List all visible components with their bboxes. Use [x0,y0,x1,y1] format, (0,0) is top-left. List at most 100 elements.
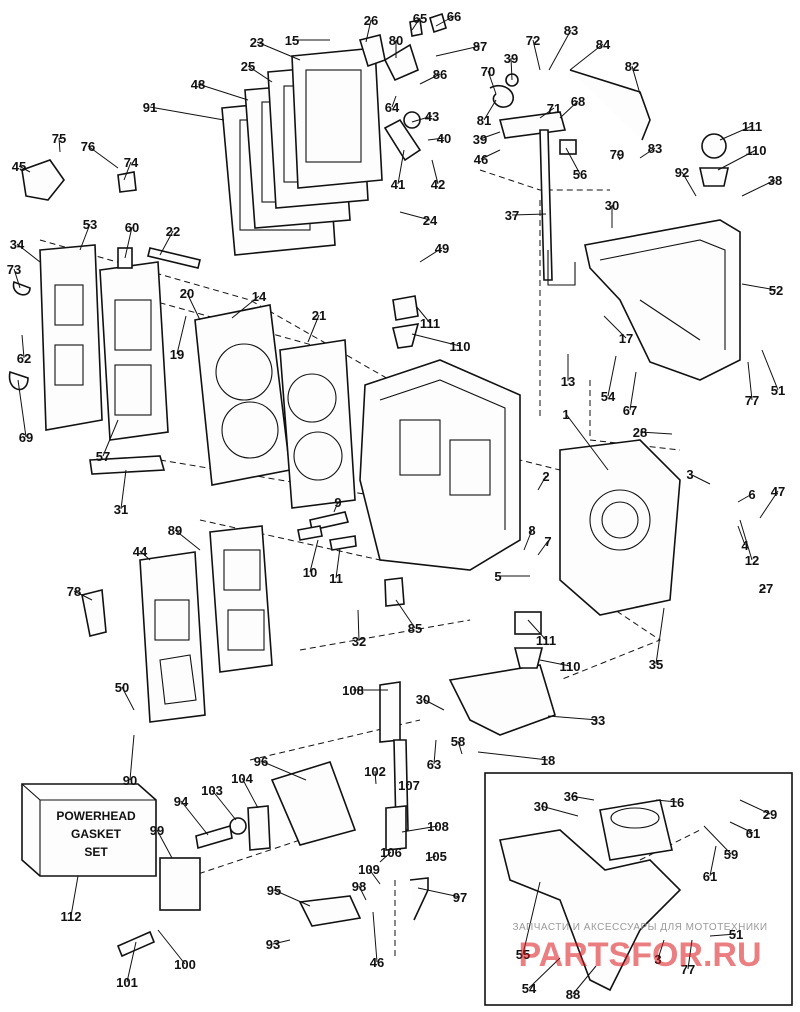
callout-57: 57 [96,449,110,464]
callout-64: 64 [385,100,400,115]
leader-line-47 [759,490,779,519]
leader-line-40 [427,137,445,141]
callout-95: 95 [267,883,281,898]
leader-line-74 [123,161,132,181]
callout-38: 38 [768,173,782,188]
callout-110: 110 [746,143,767,158]
callout-34: 34 [10,237,25,252]
leader-line-25 [247,65,273,83]
callout-68: 68 [571,94,585,109]
cylinder-head [194,304,356,509]
callout-91: 91 [143,100,157,115]
leader-line-64 [391,95,397,108]
callout-32: 32 [352,634,366,649]
callout-99: 99 [150,823,164,838]
pin-10 [297,525,323,541]
callout-79: 79 [610,147,624,162]
callout-73: 73 [7,262,21,277]
leader-line-54 [607,355,617,397]
callout-74: 74 [124,155,139,170]
leader-line-39 [510,57,513,81]
clip-78 [81,588,107,637]
leader-line-65 [411,17,421,31]
leader-line-22 [159,230,174,256]
callout-93: 93 [266,937,280,952]
callout-3: 3 [686,467,693,482]
callout-41: 41 [391,177,405,192]
leader-line-42 [431,159,439,185]
clip-56 [559,139,577,155]
leader-line-96 [260,760,307,781]
callout-80: 80 [389,33,403,48]
callout-11: 11 [329,571,343,586]
leader-line-56 [565,147,581,175]
callout-43: 43 [425,109,439,124]
leader-line-20 [186,292,201,321]
leader-line-88 [572,965,597,995]
callout-16: 16 [670,795,684,810]
leader-line-43 [411,115,433,123]
leader-line-63 [433,739,437,765]
callout-66: 66 [447,9,461,24]
leader-line-72 [532,39,541,71]
callout-24: 24 [423,213,438,228]
leader-line-107 [407,783,410,786]
leader-line-17 [603,315,627,339]
leader-line-30 [422,698,445,711]
callout-96: 96 [254,754,268,769]
callout-108: 108 [342,683,364,698]
callout-98: 98 [352,879,366,894]
leader-line-37 [511,213,547,216]
leader-line-1 [565,413,609,471]
callout-13: 13 [561,374,575,389]
leader-line-85 [395,599,416,629]
leader-line-8 [523,529,533,551]
callout-78: 78 [67,584,81,599]
leader-line-32 [357,609,360,642]
leader-line-6 [737,493,753,503]
leader-line-87 [435,45,481,57]
plug-31 [89,455,166,475]
exhaust-cover-stack [221,47,383,256]
mount-111-center [392,295,419,321]
mount-111-top [701,133,727,159]
leader-line-41 [397,149,405,185]
leader-line-70 [487,70,497,95]
leader-line-86 [419,73,441,85]
callout-30: 30 [416,692,430,707]
callout-83: 83 [648,141,662,156]
callout-110: 110 [450,339,471,354]
plate-96 [270,761,357,846]
callout-62: 62 [17,351,31,366]
gasket-21 [279,339,356,509]
callout-36: 36 [564,789,578,804]
callout-56: 56 [573,167,587,182]
plate-53 [39,244,103,431]
block-right-1 [559,439,681,616]
callout-27: 27 [759,581,773,596]
callout-47: 47 [771,484,785,499]
callout-61: 61 [746,826,760,841]
leader-line-111 [527,619,547,641]
callout-15: 15 [285,33,299,48]
watermark: ЗАПЧАСТИ И АКСЕССУАРЫ ДЛЯ МОТОТЕХНИКИ PA… [512,922,767,974]
callout-26: 26 [364,13,378,28]
crankcase [359,295,681,616]
leader-line-61 [729,821,754,834]
callout-51: 51 [729,927,743,942]
leader-line-83 [548,29,572,71]
callout-71: 71 [547,101,561,116]
leader-line-78 [73,590,93,601]
clip-104 [247,805,271,851]
powerhead-gasket-set-box: POWERHEAD GASKET SET [21,783,157,877]
leader-line-36 [570,795,595,801]
spring-70 [489,85,514,108]
callout-7: 7 [544,534,551,549]
leader-line-31 [120,469,127,510]
callout-101: 101 [116,975,138,990]
callout-97: 97 [453,890,467,905]
callout-88: 88 [566,987,580,1002]
rod-37 [539,129,553,281]
leader-line-46 [372,911,378,963]
